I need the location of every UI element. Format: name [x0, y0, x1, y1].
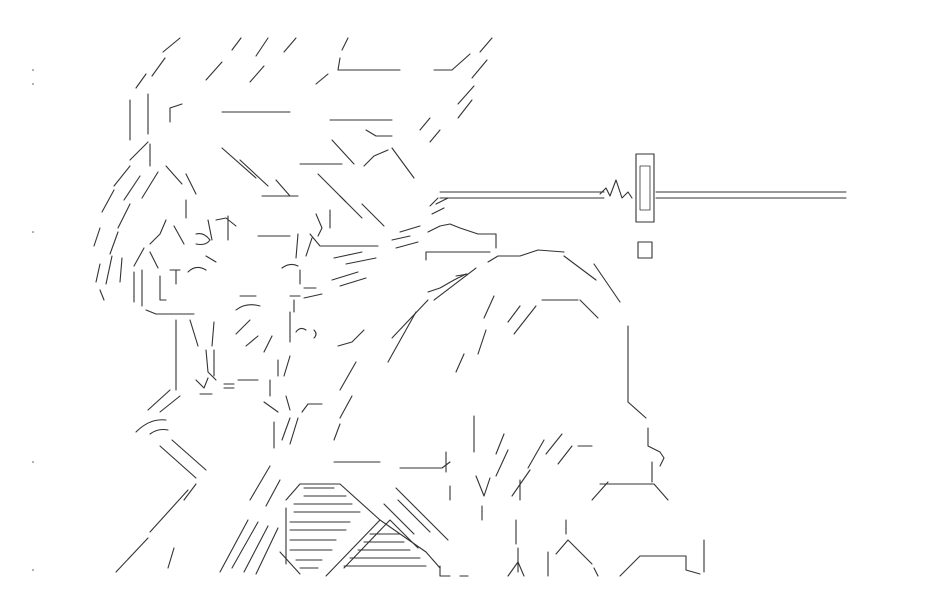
face-details [195, 139, 415, 339]
sword [435, 153, 847, 259]
left-hand [115, 389, 281, 575]
torso [175, 311, 483, 521]
body-right [337, 255, 705, 577]
hair-left [93, 141, 207, 315]
speed-lines [303, 197, 565, 299]
hair-spikes [129, 37, 493, 143]
margin-dots [32, 69, 34, 571]
base-pattern [279, 483, 469, 577]
